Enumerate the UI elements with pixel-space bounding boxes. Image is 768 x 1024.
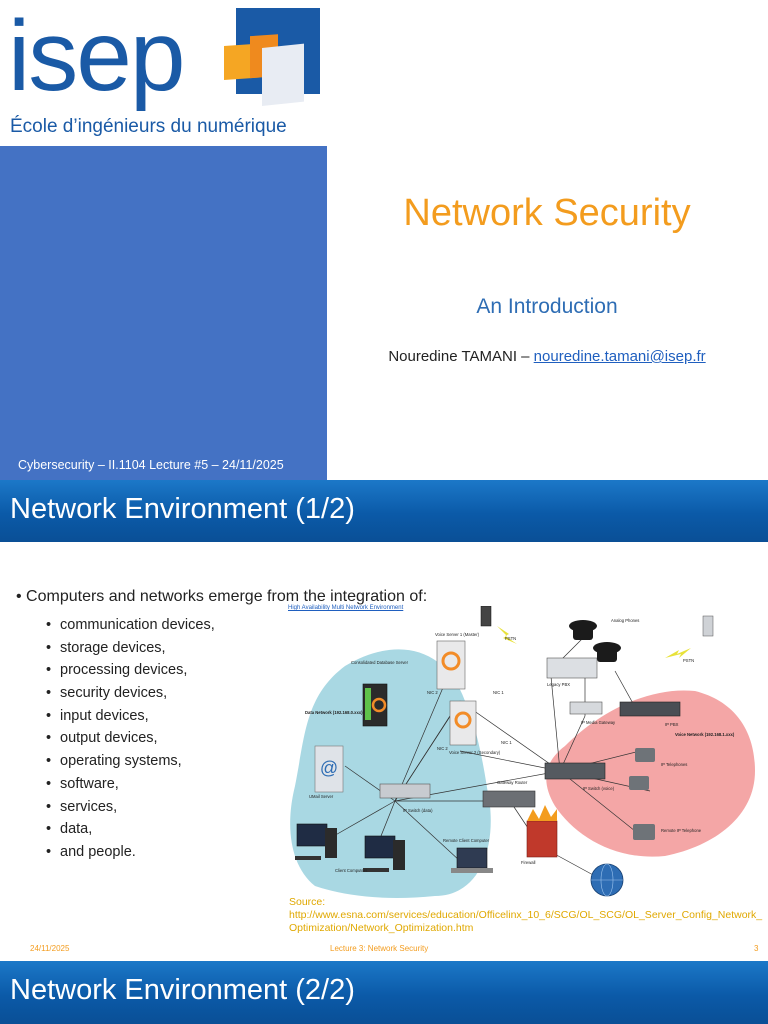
diagram-label: Consolidated Database Server [351,660,409,665]
gateway-router-icon [482,790,536,808]
diagram-label: Data Network (192.168.0.xxx) [305,710,363,715]
course-info: Cybersecurity – II.1104 Lecture #5 – 24/… [18,458,284,472]
network-diagram: @ [290,606,755,898]
diagram-label: IP Switch (voice) [583,786,615,791]
list-item: services, [46,796,215,819]
diagram-label: Remote IP Telephone [661,828,702,833]
diagram-label: Gateway Router [497,780,528,785]
diagram-title: High Availability Multi Network Environm… [288,605,404,611]
diagram-label: Client Computers [335,868,367,873]
data-switch-icon [379,783,431,799]
content-slide: Network Environment (1/2) • Computers an… [0,480,768,961]
footer-lecture: Lecture 3: Network Security [330,944,429,953]
database-server-icon [362,683,388,727]
presentation-title: Network Security [403,192,691,234]
client-computer-icon [295,823,337,860]
footer-date: 24/11/2025 [30,944,70,953]
list-item: output devices, [46,727,215,750]
analog-phone-icon [569,620,597,640]
author-email-link[interactable]: nouredine.tamani@isep.fr [533,348,706,365]
list-item: processing devices, [46,659,215,682]
globe-icon [590,863,624,897]
diagram-label: Legacy PBX [547,682,570,687]
laptop-icon [451,847,493,873]
legacy-pbx-icon [546,657,598,679]
intro-bullet: • Computers and networks emerge from the… [16,588,428,605]
device-list: communication devices, storage devices, … [46,614,215,864]
diagram-label: IP Switch (data) [403,808,433,813]
diagram-label: Voice Server 2 (Secondary) [449,750,501,755]
isep-logo: isep École d’ingénieurs du numérique [0,0,327,146]
ip-pbx-icon [619,701,681,717]
voice-server-2-icon [449,700,477,746]
list-item: and people. [46,841,215,864]
logo-squares-icon [224,8,320,107]
firewall-icon [526,805,558,858]
client-computer-icon [363,835,405,872]
list-item: software, [46,773,215,796]
mobile-phone-icon [702,615,714,637]
source-citation: Source: http://www.esna.com/services/edu… [289,896,764,935]
list-item: communication devices, [46,614,215,637]
side-panel [0,146,327,480]
intro-text: Computers and networks emerge from the i… [26,588,428,605]
voice-server-1-icon [436,640,466,690]
voice-switch-icon [544,762,606,780]
list-item: data, [46,818,215,841]
diagram-label: NIC 2 [427,690,438,695]
page-number: 3 [754,944,759,953]
diagram-label: Voice Server 1 (Master) [435,632,480,637]
analog-phone-icon [593,642,621,662]
wireless-link-icon [497,626,517,644]
slide-title: Network Environment (2/2) [0,961,768,1024]
diagram-label: NIC 1 [501,740,512,745]
source-label: Source: [289,896,326,908]
logo-wordmark: isep [8,0,185,112]
diagram-label: UMail Server [309,794,334,799]
ip-telephone-icon [629,748,655,840]
voice-network-zone [546,690,755,857]
presentation-subtitle: An Introduction [476,295,618,318]
logo-tagline: École d’ingénieurs du numérique [10,116,287,137]
diagram-label: Analog Phones [611,618,639,623]
diagram-label: NIC 2 [437,746,448,751]
list-item: operating systems, [46,750,215,773]
list-item: storage devices, [46,637,215,660]
diagram-label: PSTN [683,658,694,663]
diagram-label: IP Media Gateway [581,720,616,725]
title-slide: isep École d’ingénieurs du numérique Cyb… [0,0,768,480]
diagram-label: IP Telephones [661,762,687,767]
wireless-link-icon [665,648,691,658]
diagram-label: IP PBX [665,722,679,727]
mail-server-icon: @ [314,745,344,793]
diagram-label: Firewall [521,860,535,865]
slide-title: Network Environment (1/2) [0,480,768,542]
diagram-label: Voice Network (192.168.1.xxx) [675,732,735,737]
author-line: Nouredine TAMANI – nouredine.tamani@isep… [340,348,754,365]
content-slide: Network Environment (2/2) [0,961,768,1024]
mobile-phone-icon [480,606,492,627]
diagram-label: Remote Client Computer [443,838,490,843]
author-name: Nouredine TAMANI – [388,348,534,365]
svg-text:@: @ [320,758,338,778]
media-gateway-icon [569,701,603,715]
list-item: input devices, [46,705,215,728]
data-network-zone [290,649,491,898]
diagram-label: PSTN [505,636,516,641]
diagram-label: NIC 1 [493,690,504,695]
list-item: security devices, [46,682,215,705]
source-link[interactable]: http://www.esna.com/services/education/O… [289,909,763,934]
